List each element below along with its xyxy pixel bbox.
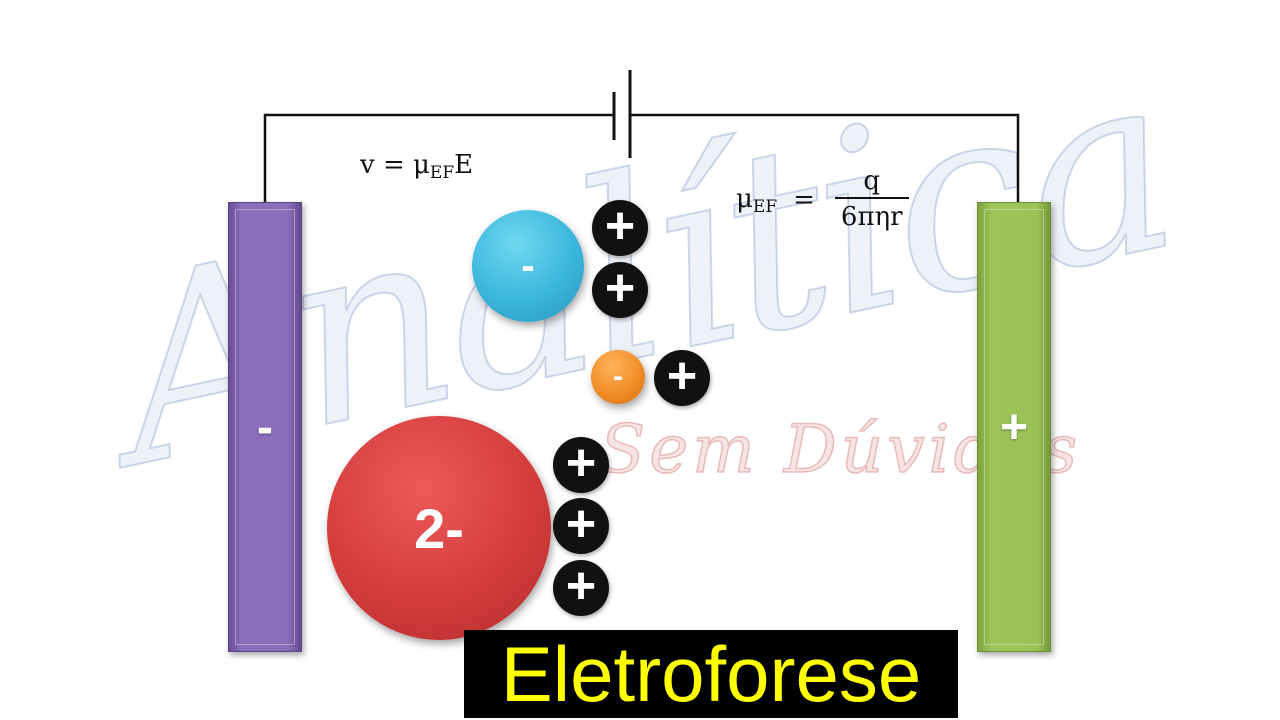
cation-red-2: +: [553, 495, 609, 554]
mobility-numerator: q: [863, 166, 881, 197]
fraction-bar: [834, 197, 909, 199]
title-banner: Eletroforese: [464, 630, 958, 718]
wire-left: [263, 113, 613, 205]
cation-sign: +: [666, 347, 698, 405]
anode-bevel: [984, 209, 1044, 645]
anion-red-charge: 2-: [414, 496, 464, 560]
cathode-bevel: [235, 209, 295, 645]
cation-red-1: +: [553, 434, 609, 493]
mobility-fraction: q 6πηr: [834, 165, 909, 235]
anion-orange-charge: -: [613, 360, 623, 393]
velocity-formula: v = μEFE: [360, 150, 473, 183]
cation-sign: +: [565, 557, 597, 615]
cation-orange-1: +: [654, 347, 710, 406]
velocity-mu-subscript: EF: [429, 163, 455, 183]
wire-right: [631, 113, 1020, 205]
cation-sign: +: [565, 434, 597, 492]
cation-sign: +: [604, 197, 636, 255]
mobility-lhs: μEF: [736, 184, 777, 217]
cation-red-3: +: [553, 557, 609, 616]
mobility-mu: μ: [736, 183, 753, 214]
anode-electrode: +: [977, 202, 1051, 652]
velocity-field: E: [454, 150, 474, 180]
mobility-mu-subscript: EF: [752, 196, 778, 217]
anion-red: 2-: [327, 416, 551, 640]
cation-sign: +: [565, 495, 597, 553]
cation-blue-2: +: [592, 259, 648, 318]
anion-orange: -: [591, 350, 645, 404]
anion-blue-charge: -: [521, 243, 535, 288]
cation-sign: +: [604, 259, 636, 317]
mobility-formula: μEF = q 6πηr: [736, 160, 909, 240]
cation-blue-1: +: [592, 197, 648, 256]
mobility-denominator: 6πηr: [840, 201, 903, 232]
velocity-lhs: v =: [360, 150, 414, 180]
velocity-mu: μ: [413, 150, 430, 180]
anode-sign: +: [999, 400, 1029, 454]
anion-blue: -: [472, 210, 584, 322]
mobility-equals: =: [793, 185, 815, 215]
cathode-sign: -: [257, 400, 273, 454]
cathode-electrode: -: [228, 202, 302, 652]
page-title: Eletroforese: [500, 630, 922, 718]
